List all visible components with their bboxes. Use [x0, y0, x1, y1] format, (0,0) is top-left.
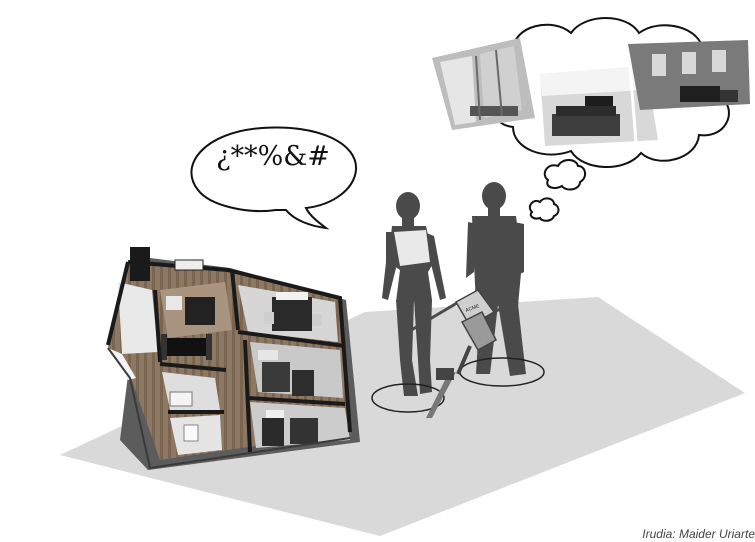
speech-bubble-text: ¿**%&# [198, 141, 348, 172]
floor-plan [108, 247, 360, 470]
image-credit: Irudia: Maider Uriarte [642, 527, 755, 541]
